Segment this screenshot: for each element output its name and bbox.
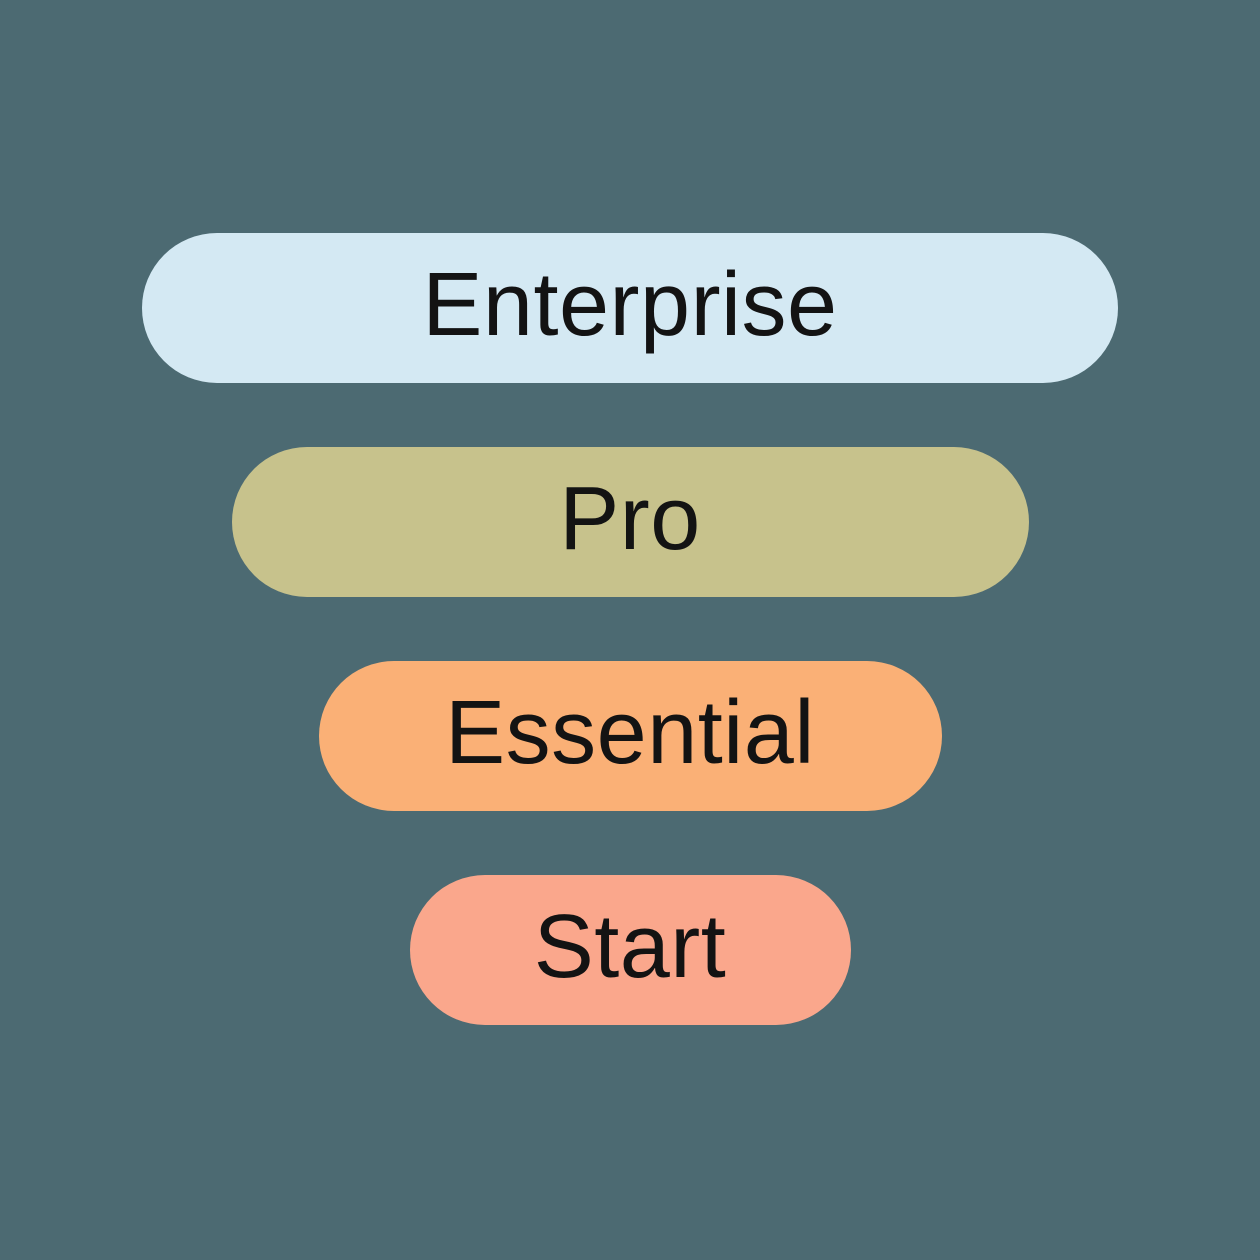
- funnel-segment: Enterprise: [142, 233, 1118, 383]
- funnel-segment: Pro: [231, 447, 1029, 597]
- funnel-segment-label: Pro: [559, 469, 701, 569]
- funnel-segment-label: Start: [533, 897, 727, 997]
- funnel-diagram: Enterprise Pro Essential Start: [0, 233, 1260, 1025]
- funnel-segment: Essential: [318, 661, 942, 811]
- funnel-segment-label: Essential: [445, 683, 815, 783]
- funnel-segment: Start: [409, 875, 851, 1025]
- funnel-segment-label: Enterprise: [422, 255, 838, 355]
